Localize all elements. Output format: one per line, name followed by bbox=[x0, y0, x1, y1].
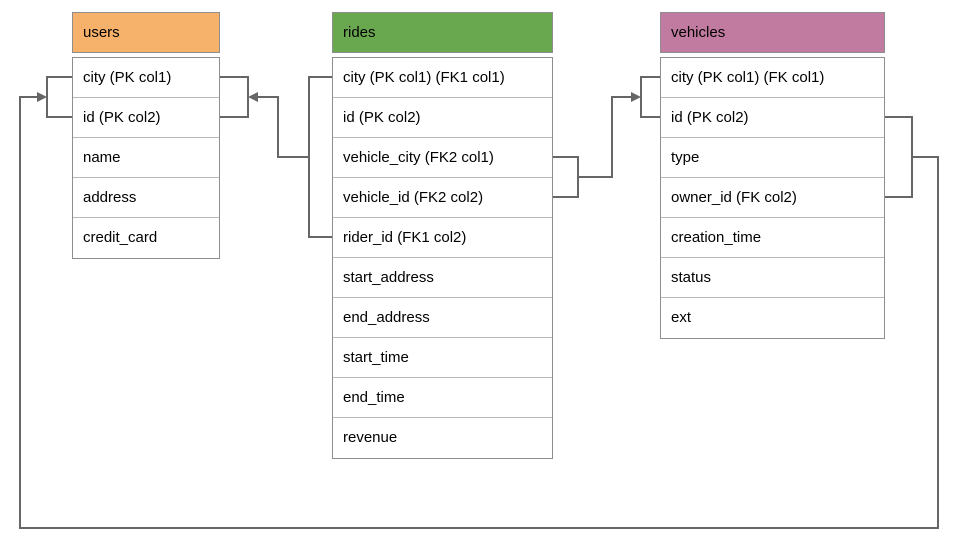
vehicles-column-row[interactable]: city (PK col1) (FK col1) bbox=[661, 58, 884, 98]
users-column-row[interactable]: city (PK col1) bbox=[73, 58, 219, 98]
vehicles-table-header[interactable]: vehicles bbox=[660, 12, 885, 53]
vehicles-column-row[interactable]: owner_id (FK col2) bbox=[661, 178, 884, 218]
fk-rides-vehicles-source-bracket bbox=[553, 156, 579, 198]
rides-column-row[interactable]: start_address bbox=[333, 258, 552, 298]
vehicles-column-row[interactable]: status bbox=[661, 258, 884, 298]
vehicles-column-row[interactable]: ext bbox=[661, 298, 884, 338]
fk-rides-users-source-bracket bbox=[308, 76, 332, 238]
users-column-row[interactable]: name bbox=[73, 138, 219, 178]
vehicles-column-row[interactable]: creation_time bbox=[661, 218, 884, 258]
rides-column-row[interactable]: vehicle_city (FK2 col1) bbox=[333, 138, 552, 178]
rides-column-row[interactable]: vehicle_id (FK2 col2) bbox=[333, 178, 552, 218]
rides-table-header[interactable]: rides bbox=[332, 12, 553, 53]
fk-rides-vehicles-arrowhead-icon bbox=[631, 92, 641, 102]
vehicles-column-row[interactable]: id (PK col2) bbox=[661, 98, 884, 138]
fk-rides-users-arrowhead-icon bbox=[248, 92, 258, 102]
fk-vehicles-users-shaft bbox=[19, 96, 939, 529]
rides-column-row[interactable]: revenue bbox=[333, 418, 552, 458]
users-table-header[interactable]: users bbox=[72, 12, 220, 53]
fk-rides-users-target-bracket bbox=[220, 76, 249, 118]
vehicles-column-row[interactable]: type bbox=[661, 138, 884, 178]
users-column-row[interactable]: credit_card bbox=[73, 218, 219, 258]
vehicles-columns-list: city (PK col1) (FK col1)id (PK col2)type… bbox=[660, 57, 885, 339]
rides-column-row[interactable]: rider_id (FK1 col2) bbox=[333, 218, 552, 258]
rides-column-row[interactable]: end_address bbox=[333, 298, 552, 338]
fk-vehicles-users-target-bracket bbox=[46, 76, 72, 118]
rides-column-row[interactable]: id (PK col2) bbox=[333, 98, 552, 138]
fk-rides-vehicles-shaft bbox=[578, 96, 632, 178]
rides-columns-list: city (PK col1) (FK1 col1)id (PK col2)veh… bbox=[332, 57, 553, 459]
fk-vehicles-users-arrowhead-icon bbox=[37, 92, 47, 102]
users-column-row[interactable]: address bbox=[73, 178, 219, 218]
fk-rides-vehicles-target-bracket bbox=[640, 76, 660, 118]
users-column-row[interactable]: id (PK col2) bbox=[73, 98, 219, 138]
rides-column-row[interactable]: end_time bbox=[333, 378, 552, 418]
fk-vehicles-users-source-bracket bbox=[885, 116, 913, 198]
rides-column-row[interactable]: city (PK col1) (FK1 col1) bbox=[333, 58, 552, 98]
rides-column-row[interactable]: start_time bbox=[333, 338, 552, 378]
fk-rides-users-shaft bbox=[257, 96, 309, 158]
